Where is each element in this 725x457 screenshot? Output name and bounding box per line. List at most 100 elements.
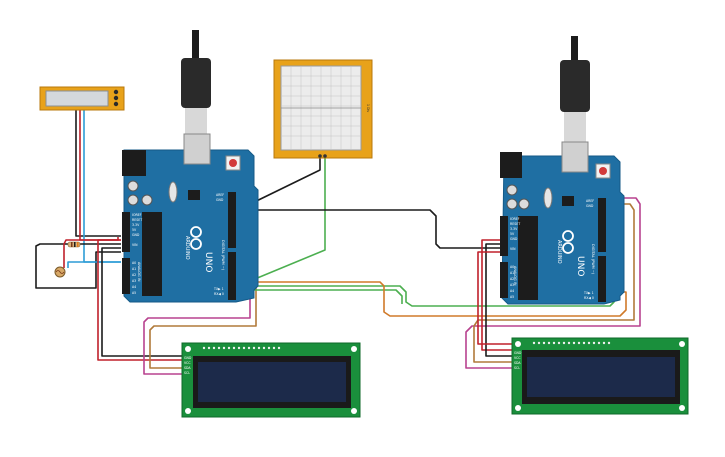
usb-jack — [561, 141, 589, 173]
pin-gnd-label: GND — [132, 233, 140, 237]
wires — [35, 110, 641, 375]
wire-black[interactable] — [237, 158, 321, 211]
mount-hole — [351, 408, 357, 414]
pin-a3-label: A3 — [510, 283, 514, 287]
infinity-logo — [190, 226, 202, 250]
resistor[interactable] — [67, 241, 81, 248]
pin-aref-label: AREF — [216, 193, 224, 197]
pin-reset-label: RESET — [510, 222, 520, 226]
wire-red[interactable] — [477, 251, 512, 345]
capacitor — [127, 194, 139, 206]
capacitor — [518, 198, 530, 210]
digital-header-label: DIGITAL (PWM ~) — [221, 240, 225, 271]
mount-hole — [679, 341, 685, 347]
pin-aref-label: AREF — [586, 199, 594, 203]
module-pin — [113, 95, 119, 101]
digital-header-top — [228, 192, 236, 248]
wire-green[interactable] — [237, 158, 326, 287]
mount-hole — [515, 341, 521, 347]
pin-rx-label: RX◀ 0 — [214, 292, 224, 296]
model-label: UNO — [203, 252, 213, 272]
pin-a1-label: A1 — [132, 267, 136, 271]
usb-plug — [560, 60, 590, 112]
brand-label: ARDUINO — [556, 240, 562, 264]
usb-cable — [571, 36, 578, 60]
sensor-module[interactable] — [39, 86, 125, 111]
lcd-pin-row — [532, 341, 611, 345]
wire-black[interactable] — [485, 243, 512, 357]
pin-a2-label: A2 — [132, 273, 136, 277]
pin-5v-label: 5V — [510, 232, 515, 236]
wire-orange[interactable] — [238, 281, 627, 317]
reset-button-cap — [599, 167, 607, 175]
pin-a4-label: A4 — [132, 285, 136, 289]
probe-terminal — [318, 154, 322, 158]
capacitor — [506, 184, 518, 196]
wire-black[interactable] — [75, 110, 121, 237]
mount-hole — [351, 346, 357, 352]
pin-rx-label: RX◀ 0 — [584, 296, 594, 300]
capacitor — [506, 198, 518, 210]
pin-a2-label: A2 — [510, 277, 514, 281]
microcontroller-chip — [518, 216, 538, 300]
pin-a4-label: A4 — [510, 289, 514, 293]
pin-a0-label: A0 — [510, 265, 514, 269]
lcd-pin-scl-label: SCL — [184, 371, 190, 375]
module-pin — [113, 101, 119, 107]
pin-tx-label: TX▶ 1 — [213, 287, 224, 291]
wire-black[interactable] — [35, 243, 121, 289]
usb-plug — [181, 58, 211, 108]
lcd-display-right[interactable]: GND VCC SDA SCL — [511, 337, 689, 415]
capacitor — [127, 180, 139, 192]
pin-vin-label: VIN — [132, 243, 138, 247]
crystal — [168, 181, 178, 203]
arduino-uno-right[interactable]: ARDUINO UNO DIGITAL (PWM ~) ANALOG IN AR… — [500, 36, 625, 305]
wire-red[interactable] — [97, 239, 182, 361]
usb-plug-neck — [185, 108, 207, 134]
mount-hole — [185, 346, 191, 352]
wire-magenta[interactable] — [465, 197, 641, 369]
usb-jack — [183, 133, 211, 165]
module-pin — [113, 89, 119, 95]
arduino-uno-left[interactable]: ARDUINO UNO DIGITAL (PWM ~) ANALOG IN AR… — [122, 30, 259, 303]
module-window — [45, 90, 109, 107]
pin-gnd-label: GND — [510, 237, 518, 241]
pin-tx-label: TX▶ 1 — [583, 291, 594, 295]
oscilloscope[interactable]: 1 Div — [273, 59, 373, 159]
pin-3v3-label: 3.3V — [132, 223, 140, 227]
probe-terminal — [323, 154, 327, 158]
photoresistor[interactable] — [54, 266, 66, 278]
pin-vin-label: VIN — [510, 247, 516, 251]
wire-black[interactable] — [101, 247, 182, 357]
small-chip — [188, 190, 200, 200]
pin-reset-label: RESET — [132, 218, 142, 222]
lcd-screen — [527, 357, 675, 397]
wire-tan[interactable] — [473, 203, 635, 363]
capacitor — [141, 194, 153, 206]
infinity-logo — [562, 230, 574, 254]
pin-a1-label: A1 — [510, 271, 514, 275]
usb-plug-neck — [564, 112, 586, 142]
wire-cyan[interactable] — [67, 261, 121, 268]
crystal — [543, 187, 553, 209]
wire-red[interactable] — [63, 239, 121, 268]
mount-hole — [679, 405, 685, 411]
wire-green[interactable] — [238, 289, 403, 304]
lcd-pin-vcc-label: VCC — [514, 356, 521, 360]
analog-header-label: ANALOG IN — [513, 266, 517, 286]
wire-red[interactable] — [79, 110, 119, 241]
mount-hole — [515, 405, 521, 411]
digital-header-top — [598, 198, 606, 252]
small-chip — [562, 196, 574, 206]
wire-black[interactable] — [238, 209, 501, 249]
power-header — [122, 212, 130, 252]
model-label: UNO — [575, 256, 585, 276]
lcd-display-left[interactable]: GND VCC SDA SCL — [181, 342, 361, 418]
lcd-pin-sda-label: SDA — [184, 366, 191, 370]
pin-3v3-label: 3.3V — [510, 227, 518, 231]
pin-a5-label: A5 — [132, 291, 136, 295]
wire-red[interactable] — [481, 239, 512, 351]
pin-ioref-label: IOREF — [132, 213, 142, 217]
